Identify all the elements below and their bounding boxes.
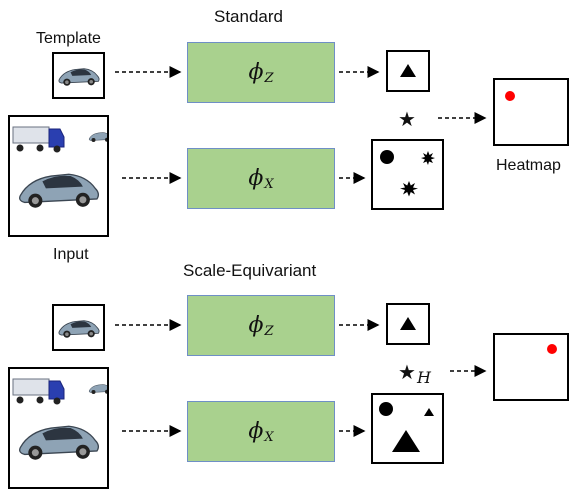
input-image-scale-equivariant bbox=[8, 367, 112, 489]
heatmap-peak-dot bbox=[547, 344, 557, 354]
triangle-feature bbox=[400, 317, 416, 330]
triangle-feature-large bbox=[392, 430, 420, 452]
template-image-standard bbox=[52, 52, 105, 99]
truck-image bbox=[12, 378, 65, 405]
input-label: Input bbox=[53, 246, 89, 263]
input-feature-map-scale-equivariant bbox=[371, 393, 444, 464]
circle-feature bbox=[380, 150, 394, 164]
phi-symbol: ϕ bbox=[248, 313, 264, 338]
section-title-scale-equivariant: Scale-Equivariant bbox=[183, 261, 317, 280]
cross-correlation-operator-standard: ★ bbox=[398, 107, 416, 132]
heatmap-label: Heatmap bbox=[496, 157, 561, 174]
phi-subscript: X bbox=[264, 177, 274, 192]
heatmap-scale-equivariant bbox=[493, 333, 569, 401]
sports-car-image bbox=[58, 68, 100, 86]
heatmap-standard bbox=[493, 78, 569, 146]
phi-symbol: ϕ bbox=[248, 60, 264, 85]
truck-image bbox=[12, 126, 65, 153]
section-title-standard: Standard bbox=[214, 7, 283, 26]
phi-subscript: Z bbox=[264, 324, 274, 339]
phi-subscript: X bbox=[264, 430, 274, 445]
cross-correlation-operator-scale-equivariant: ★H bbox=[398, 360, 431, 387]
sports-car-image-small bbox=[88, 384, 112, 394]
template-label: Template bbox=[36, 30, 101, 47]
input-feature-map-standard bbox=[371, 139, 444, 210]
phi-subscript: Z bbox=[264, 71, 274, 86]
triangle-feature-small bbox=[424, 408, 434, 416]
sports-car-image bbox=[58, 320, 100, 338]
starburst-feature bbox=[400, 181, 418, 197]
template-feature-map-scale-equivariant bbox=[386, 303, 430, 345]
phi-symbol: ϕ bbox=[248, 419, 264, 444]
star-operator: ★ bbox=[398, 362, 416, 384]
input-image-standard bbox=[8, 115, 112, 237]
sports-car-image-small bbox=[88, 132, 112, 142]
sports-car-image-large bbox=[19, 173, 100, 208]
sports-car-image-large bbox=[19, 425, 100, 460]
circle-feature bbox=[379, 402, 393, 416]
operator-subscript: H bbox=[416, 368, 431, 387]
starburst-feature bbox=[421, 151, 435, 165]
template-image-scale-equivariant bbox=[52, 304, 105, 351]
heatmap-peak-dot bbox=[505, 91, 515, 101]
star-operator: ★ bbox=[398, 109, 416, 131]
phi-symbol: ϕ bbox=[248, 166, 264, 191]
triangle-feature bbox=[400, 64, 416, 77]
template-feature-map-standard bbox=[386, 50, 430, 92]
